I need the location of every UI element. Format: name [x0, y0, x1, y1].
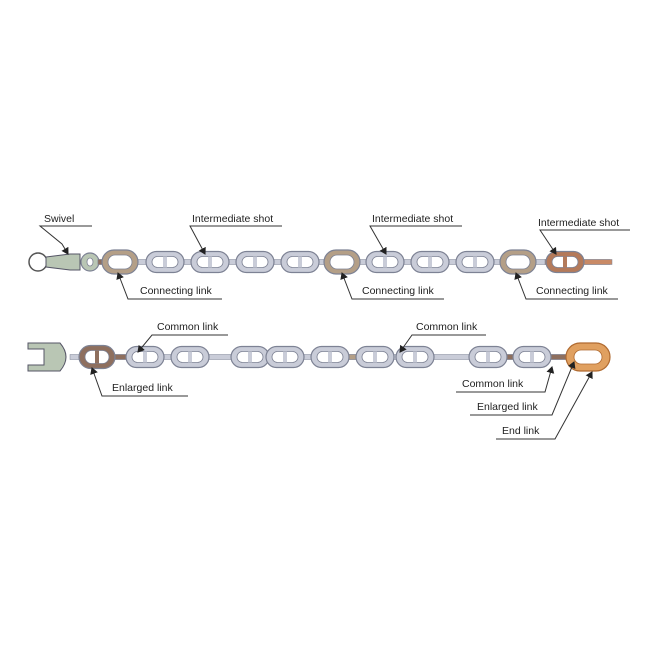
label-common-link: Common link — [462, 378, 524, 390]
label-end-link: End link — [502, 425, 540, 437]
callout-common-link-3: Common link — [456, 366, 555, 393]
label-intermediate-shot: Intermediate shot — [538, 217, 619, 229]
common-link-stud — [473, 256, 477, 268]
callout-common-link-2: Common link — [399, 321, 486, 353]
callout-intermediate-shot-2: Intermediate shot — [369, 213, 462, 255]
callout-connecting-link-3: Connecting link — [514, 272, 618, 300]
label-common-link: Common link — [416, 321, 478, 333]
common-link-stud — [373, 351, 377, 363]
swivel — [45, 253, 81, 271]
callout-common-link-1: Common link — [137, 321, 228, 353]
label-common-link: Common link — [157, 321, 219, 333]
callout-enlarged-link-1: Enlarged link — [90, 367, 188, 397]
callout-intermediate-shot-1: Intermediate shot — [189, 213, 282, 255]
common-link-stud — [253, 256, 257, 268]
common-link-stud — [413, 351, 417, 363]
callout-enlarged-link-2: Enlarged link — [470, 361, 576, 416]
label-intermediate-shot: Intermediate shot — [192, 213, 273, 225]
common-link-stud — [248, 351, 252, 363]
callout-swivel: Swivel — [38, 213, 92, 255]
callout-end-link: End link — [496, 371, 593, 440]
enlarged-link-stud — [95, 350, 99, 364]
common-link-stud — [163, 256, 167, 268]
label-intermediate-shot: Intermediate shot — [372, 213, 453, 225]
common-link-stud — [428, 256, 432, 268]
common-link-stud — [530, 351, 534, 363]
enlarged-link-stud — [563, 256, 567, 268]
connecting-link-hole — [107, 254, 133, 270]
end-link-hole — [573, 349, 603, 365]
label-enlarged-link: Enlarged link — [477, 401, 538, 413]
common-link-stud — [298, 256, 302, 268]
label-connecting-link: Connecting link — [140, 285, 213, 297]
common-link-stud — [143, 351, 147, 363]
callout-connecting-link-2: Connecting link — [340, 272, 444, 300]
swivel-eye — [28, 252, 48, 272]
shackle — [27, 342, 67, 372]
connecting-link-hole — [505, 254, 531, 270]
common-link-stud — [208, 256, 212, 268]
common-link-stud — [383, 256, 387, 268]
swivel-link-hole — [86, 257, 94, 267]
common-link-stud — [283, 351, 287, 363]
common-link-stud — [486, 351, 490, 363]
connecting-link-hole — [329, 254, 355, 270]
common-link-stud — [188, 351, 192, 363]
label-connecting-link: Connecting link — [536, 285, 609, 297]
common-link-stud — [328, 351, 332, 363]
callout-intermediate-shot-3: Intermediate shot — [538, 217, 630, 255]
label-connecting-link: Connecting link — [362, 285, 435, 297]
label-swivel: Swivel — [44, 213, 74, 225]
label-enlarged-link: Enlarged link — [112, 382, 173, 394]
callout-connecting-link-1: Connecting link — [116, 272, 222, 300]
